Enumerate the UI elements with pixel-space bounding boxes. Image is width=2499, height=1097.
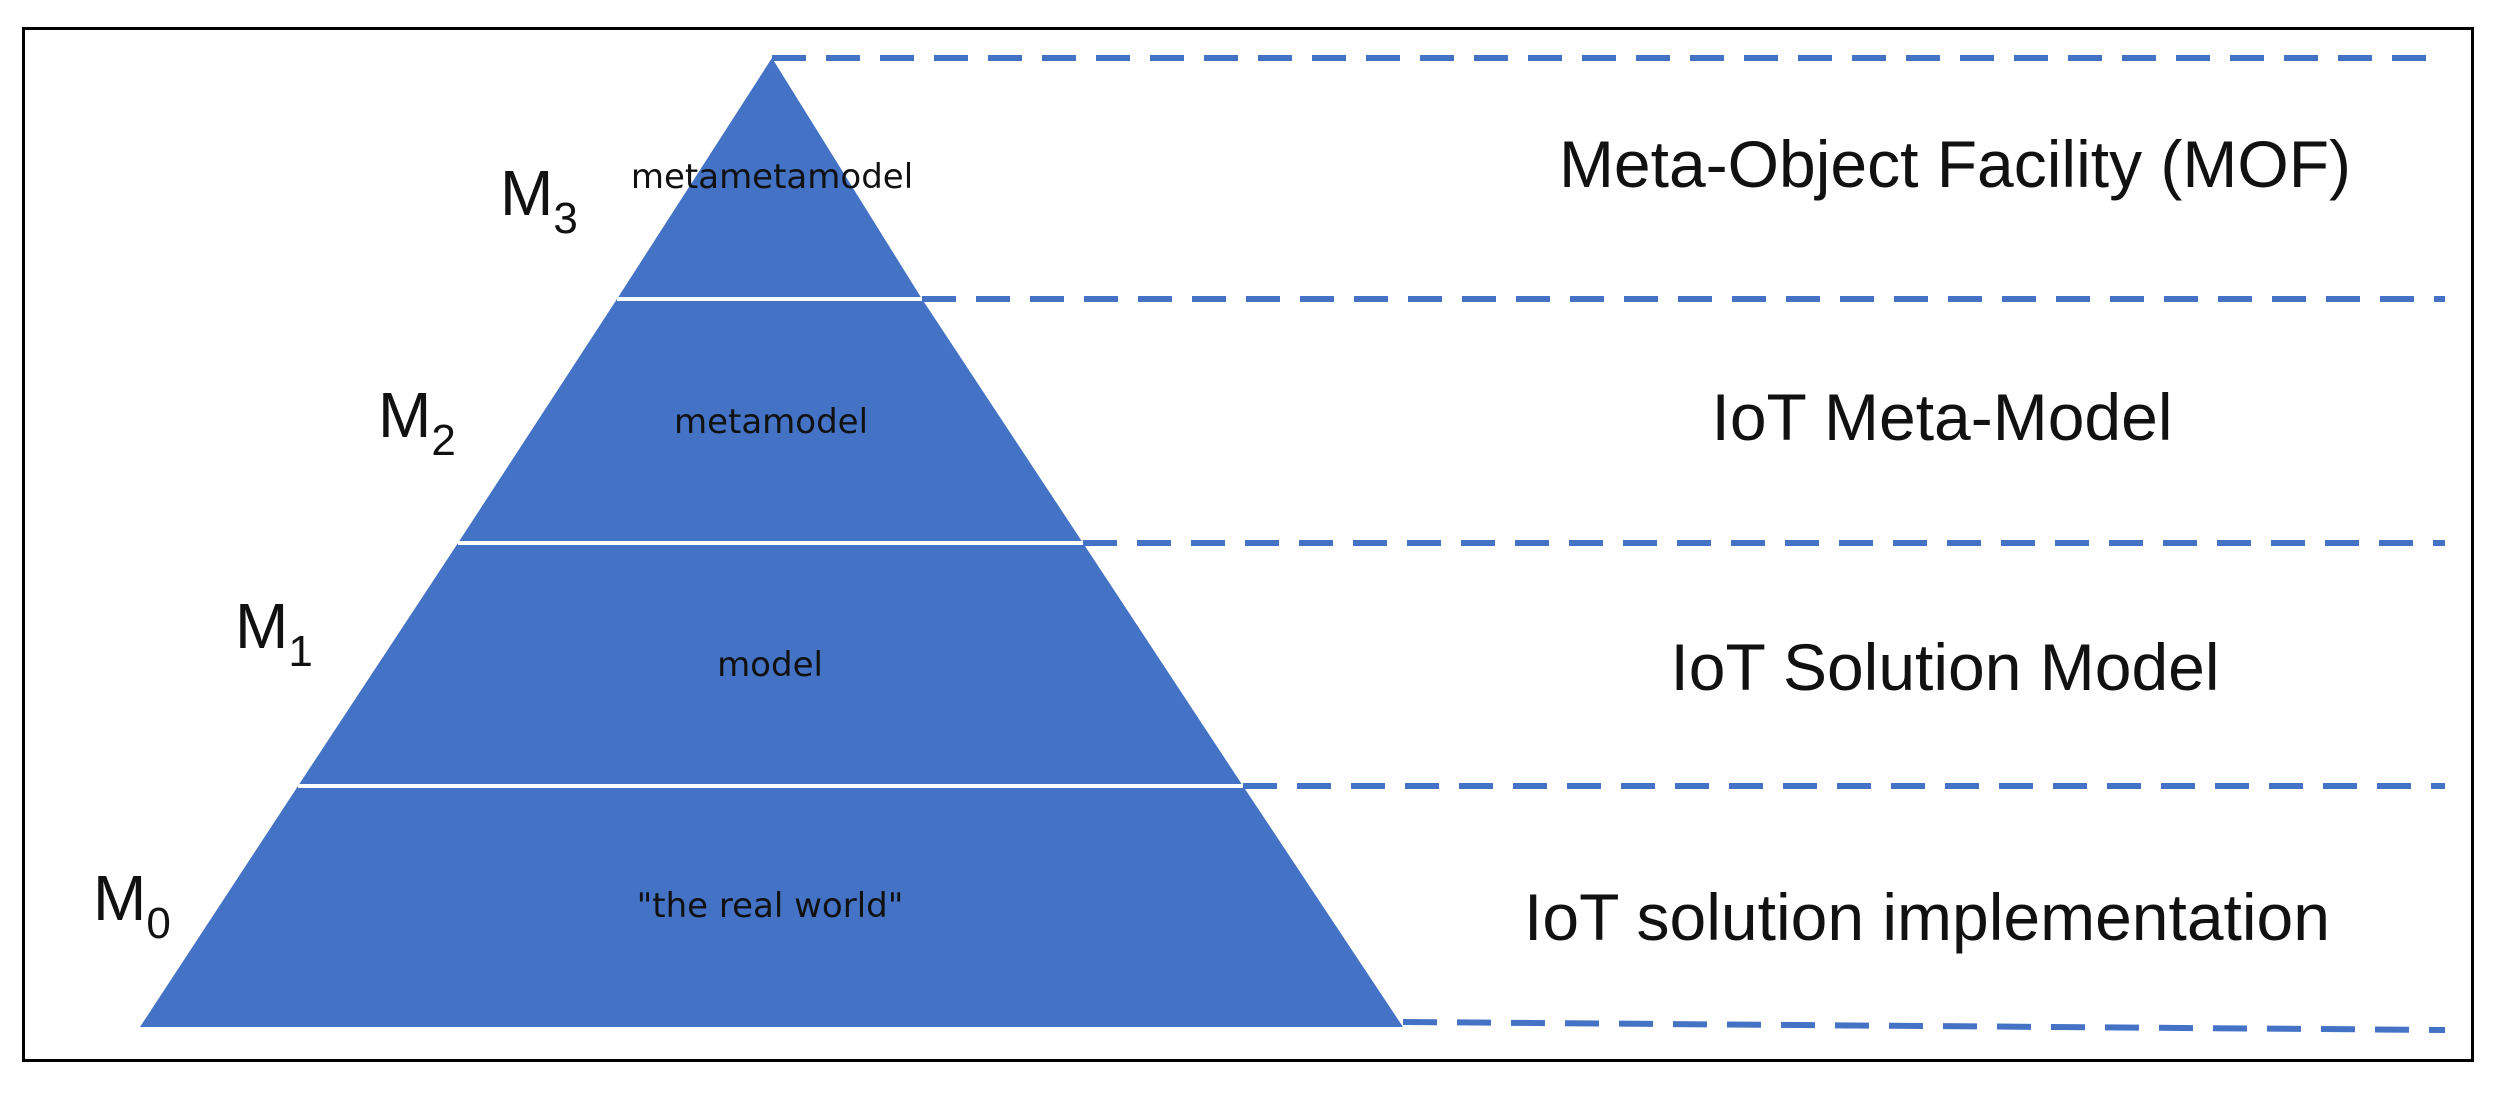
right-label-iot-meta-model: IoT Meta-Model — [1712, 380, 2173, 454]
tier-text-m3: metametamodel — [631, 157, 913, 197]
level-subscript: 2 — [431, 416, 455, 465]
pyramid-tier-m2 — [458, 299, 1083, 543]
right-label-mof: Meta-Object Facility (MOF) — [1559, 127, 2351, 201]
level-label-m0: M0 — [93, 862, 171, 948]
level-label-m1: M1 — [235, 590, 313, 676]
level-subscript: 3 — [553, 194, 577, 243]
pyramid-tier-m3 — [617, 58, 922, 299]
right-label-iot-solution-implementation: IoT solution implementation — [1524, 880, 2330, 954]
tier-text-m1: model — [717, 645, 823, 685]
level-subscript: 1 — [288, 627, 312, 676]
level-letter: M — [93, 862, 146, 934]
pyramid-tier-m0 — [140, 786, 1403, 1027]
level-label-m2: M2 — [378, 379, 456, 465]
level-letter: M — [235, 590, 288, 662]
pyramid-tier-m1 — [298, 543, 1243, 786]
level-letter: M — [378, 379, 431, 451]
level-subscript: 0 — [146, 899, 170, 948]
right-label-iot-solution-model: IoT Solution Model — [1670, 630, 2219, 704]
level-label-m3: M3 — [500, 157, 578, 243]
diagram-frame — [22, 27, 2474, 1062]
tier-text-m2: metamodel — [674, 402, 868, 442]
dashed-line-bottom — [1402, 1019, 2446, 1033]
level-letter: M — [500, 157, 553, 229]
tier-text-m0: "the real world" — [637, 886, 904, 926]
